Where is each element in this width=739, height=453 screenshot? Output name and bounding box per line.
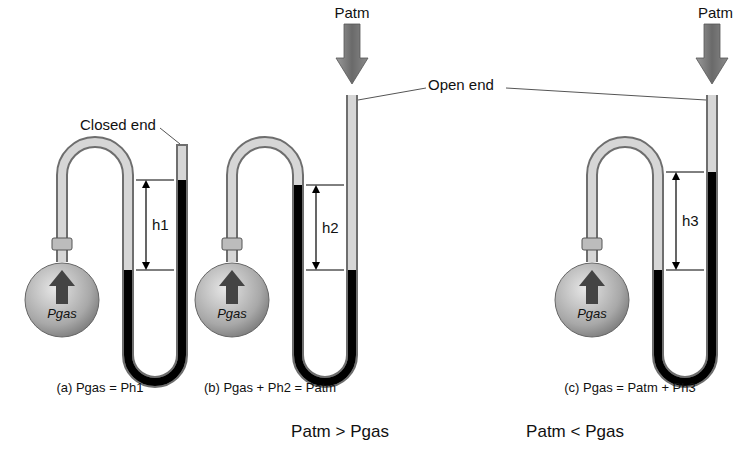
arrowhead xyxy=(312,262,320,270)
mercury-column xyxy=(658,172,712,382)
level-tick xyxy=(666,270,704,271)
leader-line xyxy=(358,88,426,100)
caption: (a) Pgas = Ph1 xyxy=(56,380,143,396)
level-tick xyxy=(306,185,344,186)
leader-line xyxy=(160,128,180,144)
gas-bulb-node: Pgas xyxy=(555,263,629,337)
valve xyxy=(582,238,602,250)
height-label: h2 xyxy=(322,219,339,237)
valve xyxy=(52,238,72,250)
leader-line xyxy=(506,88,706,100)
gas-pressure-label: Pgas xyxy=(195,306,269,321)
gas-bulb xyxy=(25,263,99,337)
atmosphere-arrow xyxy=(696,24,728,84)
atm-pressure-label: Patm xyxy=(334,4,369,22)
comparison-label: Patm > Pgas xyxy=(291,422,389,442)
atmosphere-arrow xyxy=(336,24,368,84)
height-label: h3 xyxy=(682,212,699,230)
valve xyxy=(222,238,242,250)
level-tick xyxy=(666,172,704,173)
arrowhead xyxy=(672,262,680,270)
gas-bulb xyxy=(555,263,629,337)
arrowhead xyxy=(142,180,150,188)
arrowhead xyxy=(672,172,680,180)
closed-end-label: Closed end xyxy=(80,116,156,134)
level-tick xyxy=(136,180,174,181)
arrowhead xyxy=(142,262,150,270)
mercury-column xyxy=(128,180,182,382)
glass-tube xyxy=(62,142,182,382)
gas-pressure-label: Pgas xyxy=(25,306,99,321)
pressure-arrow xyxy=(579,270,605,304)
height-arrow xyxy=(145,186,146,264)
caption: (c) Pgas = Patm + Ph3 xyxy=(564,380,696,396)
open-end-label: Open end xyxy=(428,76,494,94)
height-arrow xyxy=(315,191,316,264)
closed-end-cap xyxy=(176,144,188,146)
gas-bulb xyxy=(195,263,269,337)
height-arrow xyxy=(675,178,676,264)
glass-tube-inner xyxy=(592,95,712,382)
glass-tube xyxy=(232,95,352,382)
arrowhead xyxy=(312,185,320,193)
level-tick xyxy=(136,270,174,271)
level-tick xyxy=(306,270,344,271)
gas-bulb-node: Pgas xyxy=(195,263,269,337)
gas-pressure-label: Pgas xyxy=(555,306,629,321)
pressure-arrow xyxy=(219,270,245,304)
caption: (b) Pgas + Ph2 = Patm xyxy=(204,380,336,396)
mercury-column xyxy=(298,185,352,382)
height-label: h1 xyxy=(152,216,169,234)
glass-tube-inner xyxy=(62,142,182,382)
comparison-label: Patm < Pgas xyxy=(526,422,624,442)
atm-pressure-label: Patm xyxy=(698,4,733,22)
gas-bulb-node: Pgas xyxy=(25,263,99,337)
pressure-arrow xyxy=(49,270,75,304)
glass-tube xyxy=(592,95,712,382)
glass-tube-inner xyxy=(232,95,352,382)
